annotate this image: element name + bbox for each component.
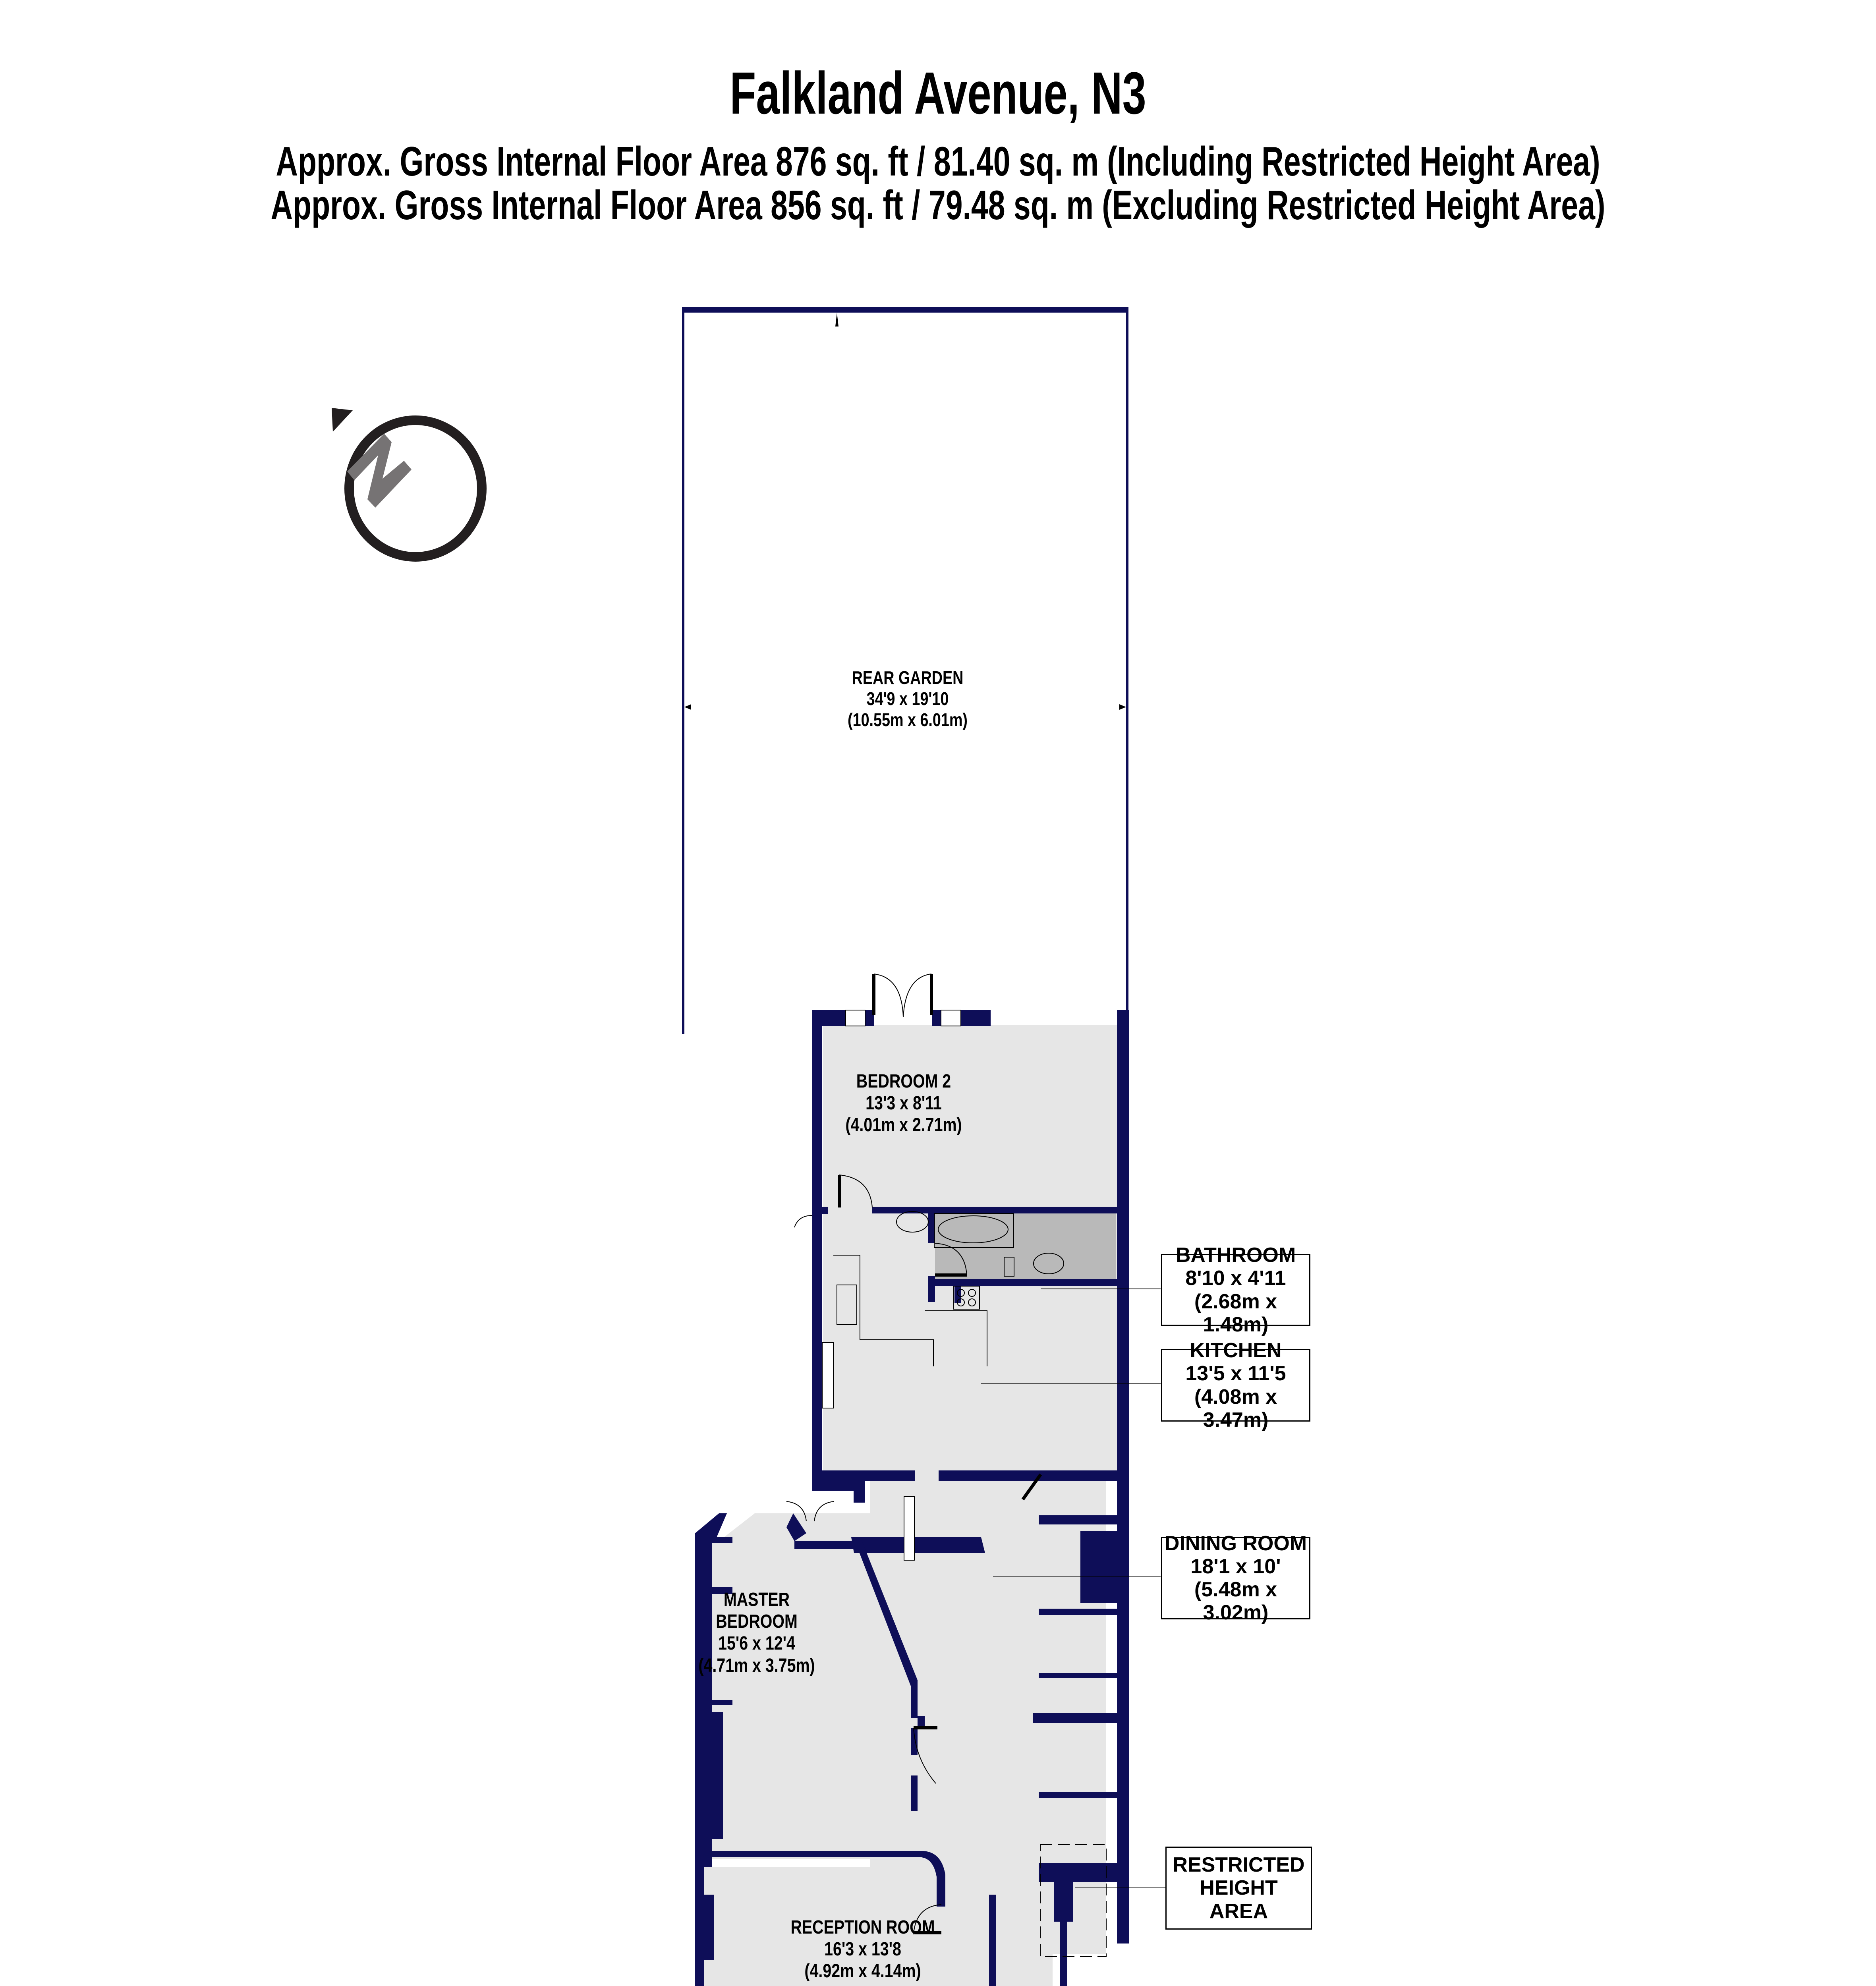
room-name: REAR GARDEN: [852, 667, 964, 688]
room-label-master-bedroom: MASTER BEDROOM 15'6 x 12'4 (4.71m x 3.75…: [698, 1589, 815, 1677]
rear-garden-boundary: [682, 307, 1128, 1034]
room-dimensions-metric: (2.68m x 1.48m): [1194, 1290, 1277, 1336]
room-dimensions-imperial: 13'5 x 11'5: [1185, 1362, 1286, 1385]
room-label-reception-room: RECEPTION ROOM 16'3 x 13'8 (4.92m x 4.14…: [790, 1916, 935, 1982]
room-dimensions-metric: (4.08m x 3.47m): [1194, 1385, 1277, 1432]
callout-text: HEIGHT: [1200, 1876, 1278, 1900]
room-label-bedroom-2: BEDROOM 2 13'3 x 8'11 (4.01m x 2.71m): [845, 1070, 962, 1136]
callout-kitchen: KITCHEN 13'5 x 11'5 (4.08m x 3.47m): [1161, 1339, 1310, 1432]
room-dimensions-metric: (5.48m x 3.02m): [1194, 1578, 1277, 1625]
room-dimensions-metric: (4.01m x 2.71m): [845, 1115, 962, 1136]
callout-text: RESTRICTED: [1173, 1853, 1305, 1877]
room-name: BEDROOM: [716, 1611, 798, 1632]
room-name: RECEPTION ROOM: [790, 1917, 935, 1938]
room-name: KITCHEN: [1190, 1339, 1282, 1362]
bathroom-fixtures: [896, 1211, 1064, 1277]
room-dimensions-metric: (10.55m x 6.01m): [848, 709, 968, 730]
room-dimensions-imperial: 15'6 x 12'4: [718, 1633, 795, 1654]
room-dimensions-imperial: 16'3 x 13'8: [824, 1939, 901, 1960]
room-name: MASTER: [723, 1589, 790, 1610]
kitchen-fixtures: [833, 1255, 987, 1366]
callout-dining-room: DINING ROOM 18'1 x 10' (5.48m x 3.02m): [1161, 1532, 1310, 1624]
room-dimensions-imperial: 8'10 x 4'11: [1185, 1267, 1286, 1290]
room-dimensions-imperial: 13'3 x 8'11: [866, 1093, 942, 1114]
room-dimensions-imperial: 34'9 x 19'10: [866, 688, 949, 709]
windows: [822, 1010, 961, 1561]
property-title: Falkland Avenue, N3: [730, 60, 1146, 126]
room-dimensions-imperial: 18'1 x 10': [1190, 1555, 1281, 1578]
area-excluding-restricted: Approx. Gross Internal Floor Area 856 sq…: [270, 182, 1606, 228]
room-dimensions-metric: (4.71m x 3.75m): [698, 1655, 815, 1676]
callout-text: AREA: [1209, 1899, 1268, 1923]
room-name: DINING ROOM: [1164, 1532, 1307, 1555]
doors: [786, 974, 967, 1935]
north-arrow-compass-icon: [332, 408, 487, 562]
room-name: BEDROOM 2: [856, 1071, 951, 1092]
callout-bathroom: BATHROOM 8'10 x 4'11 (2.68m x 1.48m): [1161, 1244, 1310, 1336]
walls: [695, 1010, 1129, 1986]
room-label-rear-garden: REAR GARDEN 34'9 x 19'10 (10.55m x 6.01m…: [848, 667, 968, 730]
room-dimensions-metric: (4.92m x 4.14m): [804, 1961, 921, 1982]
callout-restricted-height-area: RESTRICTED HEIGHT AREA: [1165, 1847, 1312, 1930]
door-leaves: [838, 974, 1042, 1934]
callout-leaders: [981, 1289, 1165, 1887]
restricted-height-area-outline: [1040, 1844, 1107, 1957]
area-including-restricted: Approx. Gross Internal Floor Area 876 sq…: [276, 139, 1600, 185]
room-name: BATHROOM: [1175, 1244, 1296, 1267]
